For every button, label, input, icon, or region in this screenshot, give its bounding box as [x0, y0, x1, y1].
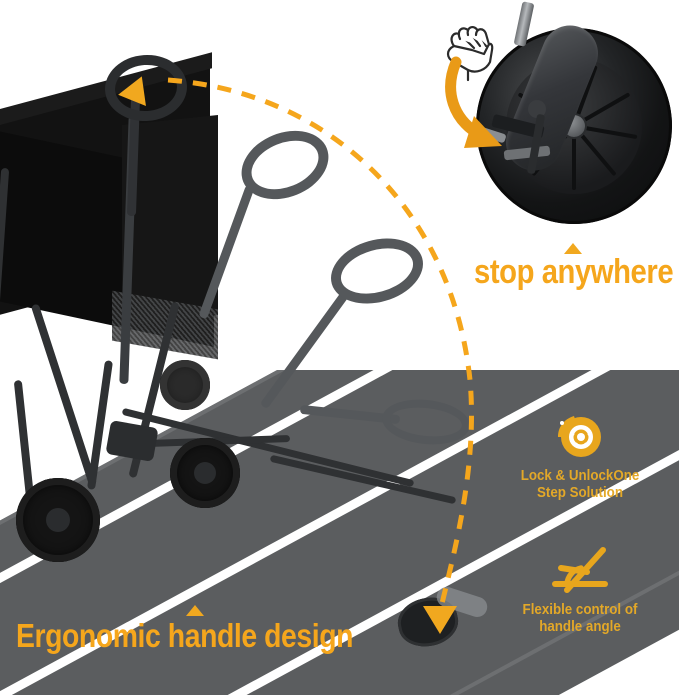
feature-handle-angle-line2: handle angle [539, 619, 621, 636]
wheel-brake-closeup [432, 1, 679, 242]
feature-lock-unlock-line2: Step Solution [537, 485, 623, 502]
brake-pivot [528, 100, 546, 118]
stop-anywhere-marker [564, 243, 582, 254]
handle-down-arrow [423, 606, 457, 634]
wagon-wheel-hub [46, 508, 70, 532]
wagon-wheel-hub [194, 462, 216, 484]
wagon-wheel-far [160, 360, 210, 410]
feature-handle-angle: Flexible control of handle angle [480, 542, 679, 636]
angle-adjust-icon [480, 542, 679, 598]
ergonomic-handle-headline: Ergonomic handle design [16, 617, 354, 654]
feature-lock-unlock-line1: Lock & UnlockOne [520, 468, 640, 484]
feature-handle-angle-line1: Flexible control of [522, 602, 638, 618]
handle-up-arrow [116, 76, 146, 110]
stop-anywhere-headline: stop anywhere [474, 253, 674, 291]
brake-press-arrow [438, 54, 548, 167]
brake-disc-icon [480, 408, 679, 464]
feature-lock-unlock: Lock & UnlockOne Step Solution [480, 408, 679, 502]
ergonomic-handle-marker [186, 605, 204, 616]
